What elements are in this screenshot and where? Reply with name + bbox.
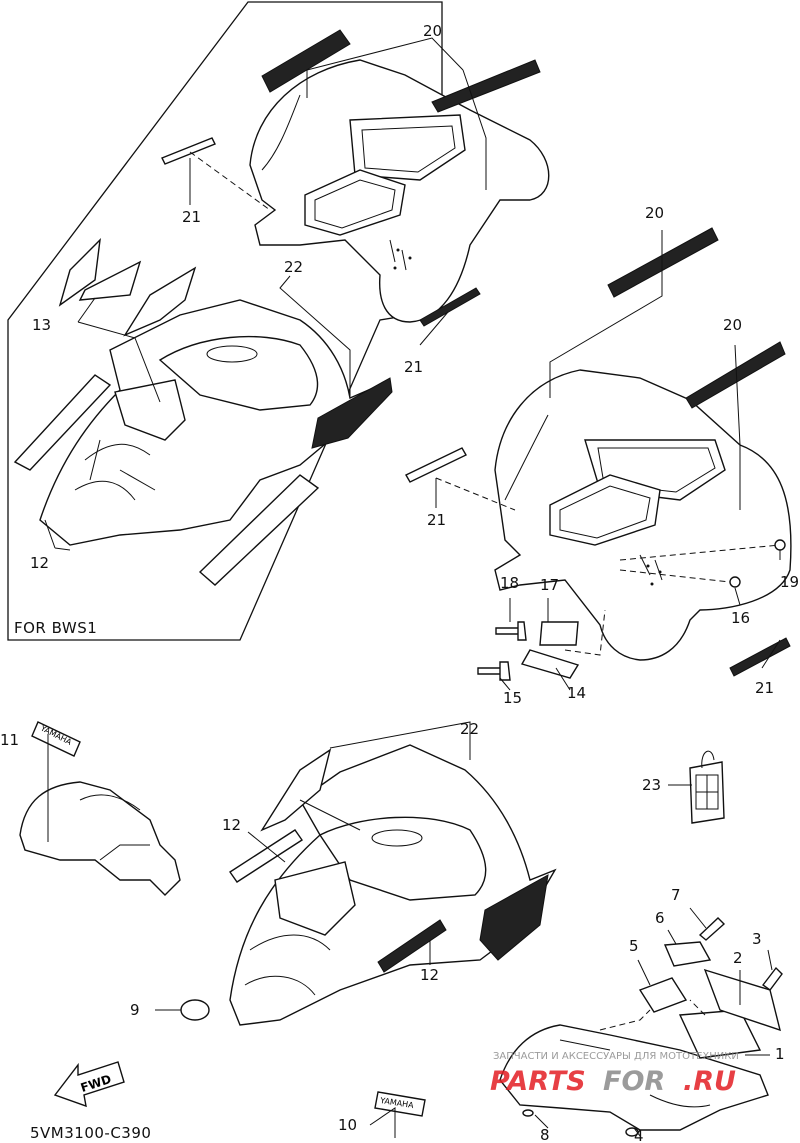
mudflap-assembly bbox=[499, 917, 783, 1137]
callout-2: 2 bbox=[733, 949, 743, 967]
callout-18: 18 bbox=[500, 574, 519, 592]
decal-11-yamaha bbox=[31, 721, 81, 757]
decal-10-yamaha bbox=[374, 1091, 426, 1117]
callout-13: 13 bbox=[32, 316, 51, 334]
callout-12-right: 12 bbox=[420, 966, 439, 984]
callout-3: 3 bbox=[752, 930, 762, 948]
decal-21-small bbox=[405, 447, 467, 483]
callout-23: 23 bbox=[642, 776, 661, 794]
callout-22: 22 bbox=[460, 720, 479, 738]
inset-decal-22-strip bbox=[311, 377, 393, 449]
callout-19: 19 bbox=[780, 573, 799, 591]
tag-23 bbox=[689, 750, 725, 824]
inset-decal-13-b bbox=[78, 260, 142, 301]
inset-decal-13-a bbox=[58, 238, 101, 307]
inset-decal-12-left bbox=[13, 374, 112, 471]
front-fender bbox=[229, 744, 557, 1026]
callout-21-small: 21 bbox=[427, 511, 446, 529]
callout-9: 9 bbox=[130, 1001, 140, 1019]
callout-20-lower: 20 bbox=[723, 316, 742, 334]
callout-22-inset: 22 bbox=[284, 258, 303, 276]
decal-22-upper bbox=[260, 748, 332, 832]
inset-decal-21-side bbox=[419, 287, 481, 327]
decal-12-right bbox=[377, 919, 447, 973]
inset-rear-fender bbox=[249, 59, 550, 323]
watermark-brand-parts: PARTS bbox=[490, 1066, 586, 1097]
grommet-9 bbox=[180, 999, 210, 1021]
decal-21-side bbox=[729, 637, 791, 677]
callout-14: 14 bbox=[567, 684, 586, 702]
watermark-brand-for: FOR bbox=[603, 1066, 665, 1097]
callout-17: 17 bbox=[540, 576, 559, 594]
callout-20-inset: 20 bbox=[423, 22, 442, 40]
watermark-brand-ru: .RU bbox=[683, 1066, 736, 1097]
inset-decal-20-left bbox=[261, 29, 351, 93]
variant-label: FOR BWS1 bbox=[14, 619, 97, 637]
callout-15: 15 bbox=[503, 689, 522, 707]
callout-1: 1 bbox=[775, 1045, 785, 1063]
callout-6: 6 bbox=[655, 909, 665, 927]
inset-decal-13-c bbox=[123, 266, 197, 337]
decal-20-upper bbox=[607, 227, 719, 298]
bws1-inset-frame bbox=[7, 1, 443, 641]
decal-22-tail bbox=[479, 874, 549, 961]
watermark-tagline: ЗАПЧАСТИ И АКСЕССУАРЫ ДЛЯ МОТОТЕХНИКИ bbox=[493, 1051, 739, 1062]
inset-decal-21-small bbox=[161, 137, 216, 165]
callout-20-upper: 20 bbox=[645, 204, 664, 222]
callout-7: 7 bbox=[671, 886, 681, 904]
decal-20-lower bbox=[685, 341, 786, 409]
callout-21-side: 21 bbox=[755, 679, 774, 697]
front-cover bbox=[19, 781, 181, 896]
callout-8: 8 bbox=[540, 1126, 550, 1143]
inset-decal-20-right bbox=[431, 59, 541, 113]
callout-11: 11 bbox=[0, 731, 19, 749]
callout-16: 16 bbox=[731, 609, 750, 627]
callout-10: 10 bbox=[338, 1116, 357, 1134]
callout-12-inset: 12 bbox=[30, 554, 49, 572]
watermark: ЗАПЧАСТИ И АКСЕССУАРЫ ДЛЯ МОТОТЕХНИКИ PA… bbox=[490, 1051, 739, 1097]
callout-5: 5 bbox=[629, 937, 639, 955]
callout-4: 4 bbox=[634, 1127, 644, 1143]
callout-12-left: 12 bbox=[222, 816, 241, 834]
callout-21-inset-side: 21 bbox=[404, 358, 423, 376]
callout-21-inset-top: 21 bbox=[182, 208, 201, 226]
rear-fender bbox=[494, 369, 792, 661]
fwd-arrow-icon bbox=[53, 1061, 125, 1108]
inset-decal-12-right bbox=[198, 474, 320, 586]
diagram-code: 5VM3100-C390 bbox=[30, 1124, 151, 1142]
rear-fender-hardware bbox=[477, 539, 786, 681]
decal-12-left bbox=[229, 829, 303, 883]
inset-front-fender bbox=[39, 299, 381, 546]
